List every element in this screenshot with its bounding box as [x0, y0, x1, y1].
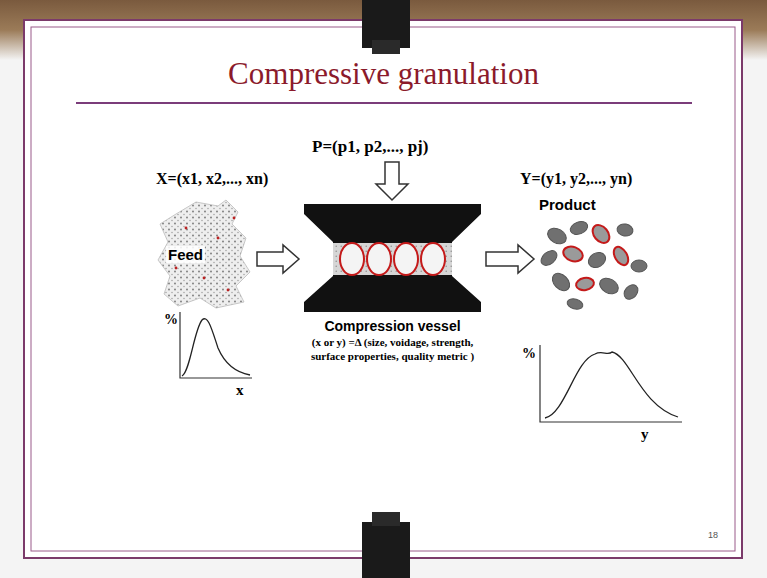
- axis-label: %: [164, 312, 178, 328]
- axis-label: x: [236, 382, 244, 399]
- pressure-vector: P=(p1, p2,..., pj): [312, 137, 428, 157]
- feed-particles: Feed: [156, 198, 256, 310]
- product-granules: Product: [535, 196, 653, 318]
- slide-number: 18: [708, 530, 718, 540]
- node-title: Compression vessel: [300, 318, 485, 334]
- axis-label: y: [641, 426, 649, 443]
- flow-arrow: [486, 245, 534, 273]
- slide-title: Compressive granulation: [0, 56, 767, 92]
- flow-arrow: [257, 245, 299, 273]
- axis-label: %: [522, 346, 536, 362]
- product-granules-art: [535, 196, 653, 318]
- feed-vector: X=(x1, x2,..., xn): [156, 170, 268, 188]
- node-title: Product: [537, 196, 598, 213]
- node-title: Feed: [166, 246, 205, 263]
- compression-vessel-art: [300, 200, 485, 316]
- compression-vessel: Compression vessel (x or y) =Δ (size, voi…: [300, 200, 485, 370]
- product-vector: Y=(y1, y2,..., yn): [520, 170, 632, 188]
- node-note: (x or y) =Δ (size, voidage, strength, su…: [300, 336, 485, 364]
